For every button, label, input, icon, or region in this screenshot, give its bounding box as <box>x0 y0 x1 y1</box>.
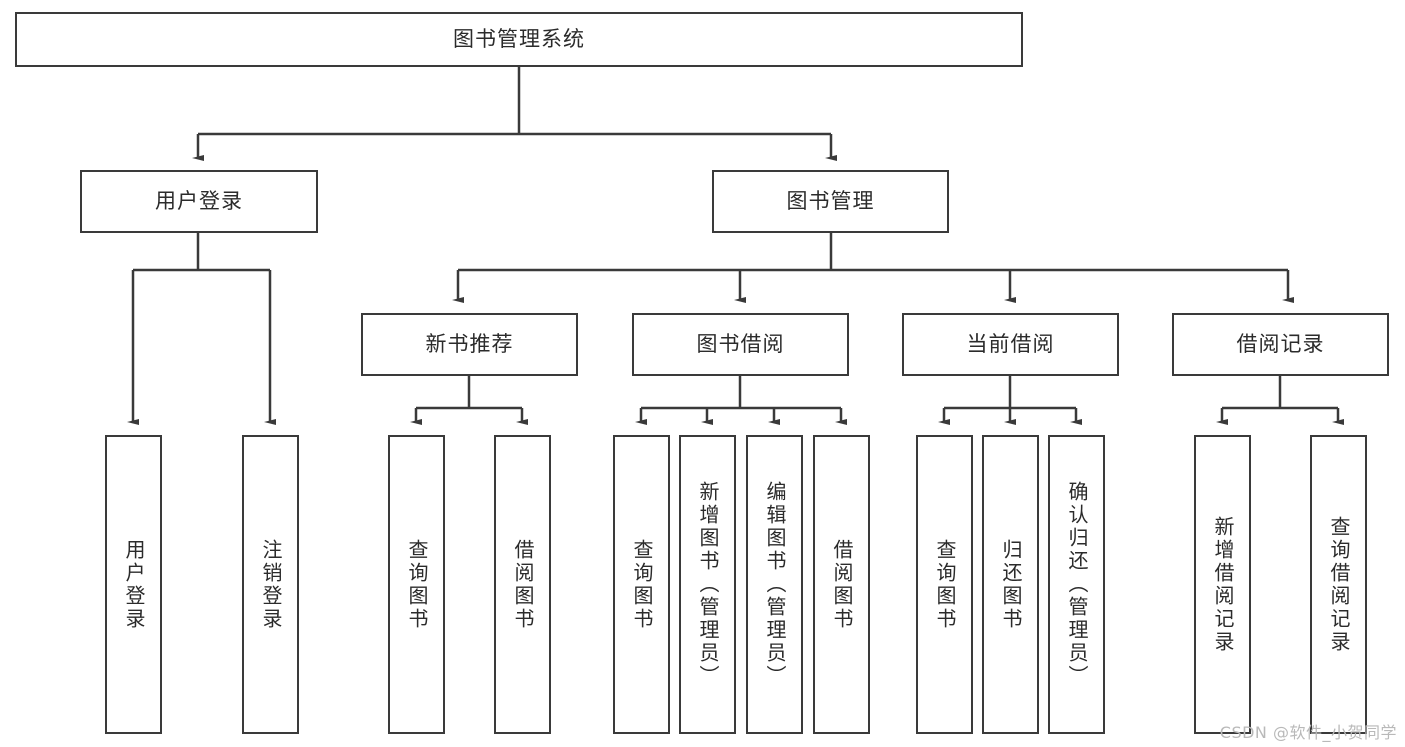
node-borrow-record-label: 借阅记录 <box>1236 332 1325 357</box>
leaf-bb-add-book-label: 新增图书（管理员） <box>696 481 720 688</box>
node-root[interactable]: 图书管理系统 <box>15 12 1023 67</box>
leaf-br-add-record[interactable]: 新增借阅记录 <box>1194 435 1251 734</box>
leaf-cb-query-book[interactable]: 查询图书 <box>916 435 973 734</box>
leaf-cb-confirm-return[interactable]: 确认归还（管理员） <box>1048 435 1105 734</box>
leaf-bb-edit-book-label: 编辑图书（管理员） <box>763 481 787 688</box>
leaf-rec-query-book-label: 查询图书 <box>405 538 429 631</box>
leaf-bb-query-book[interactable]: 查询图书 <box>613 435 670 734</box>
leaf-user-login-label: 用户登录 <box>122 538 146 631</box>
node-book-manage[interactable]: 图书管理 <box>712 170 949 233</box>
leaf-bb-add-book[interactable]: 新增图书（管理员） <box>679 435 736 734</box>
node-current-borrow[interactable]: 当前借阅 <box>902 313 1119 376</box>
node-current-borrow-label: 当前借阅 <box>966 332 1055 357</box>
node-book-manage-label: 图书管理 <box>786 189 875 214</box>
leaf-bb-borrow-book-label: 借阅图书 <box>830 538 854 631</box>
leaf-br-query-record-label: 查询借阅记录 <box>1327 515 1351 654</box>
node-user-login-label: 用户登录 <box>155 189 243 214</box>
leaf-rec-query-book[interactable]: 查询图书 <box>388 435 445 734</box>
leaf-bb-query-book-label: 查询图书 <box>630 538 654 631</box>
leaf-br-add-record-label: 新增借阅记录 <box>1211 515 1235 654</box>
node-new-book-recommend[interactable]: 新书推荐 <box>361 313 578 376</box>
node-new-book-recommend-label: 新书推荐 <box>425 332 514 357</box>
leaf-cb-return-book-label: 归还图书 <box>999 538 1023 631</box>
leaf-bb-edit-book[interactable]: 编辑图书（管理员） <box>746 435 803 734</box>
node-borrow-record[interactable]: 借阅记录 <box>1172 313 1389 376</box>
leaf-cb-return-book[interactable]: 归还图书 <box>982 435 1039 734</box>
leaf-user-logout[interactable]: 注销登录 <box>242 435 299 734</box>
leaf-user-login[interactable]: 用户登录 <box>105 435 162 734</box>
leaf-cb-query-book-label: 查询图书 <box>933 538 957 631</box>
leaf-bb-borrow-book[interactable]: 借阅图书 <box>813 435 870 734</box>
leaf-rec-borrow-book[interactable]: 借阅图书 <box>494 435 551 734</box>
leaf-cb-confirm-return-label: 确认归还（管理员） <box>1065 481 1089 688</box>
leaf-rec-borrow-book-label: 借阅图书 <box>511 538 535 631</box>
watermark-text: CSDN @软件_小贺同学 <box>1219 723 1397 742</box>
node-root-label: 图书管理系统 <box>453 27 585 52</box>
node-user-login[interactable]: 用户登录 <box>80 170 318 233</box>
node-book-borrow-label: 图书借阅 <box>696 332 785 357</box>
node-book-borrow[interactable]: 图书借阅 <box>632 313 849 376</box>
leaf-br-query-record[interactable]: 查询借阅记录 <box>1310 435 1367 734</box>
leaf-user-logout-label: 注销登录 <box>259 538 283 631</box>
